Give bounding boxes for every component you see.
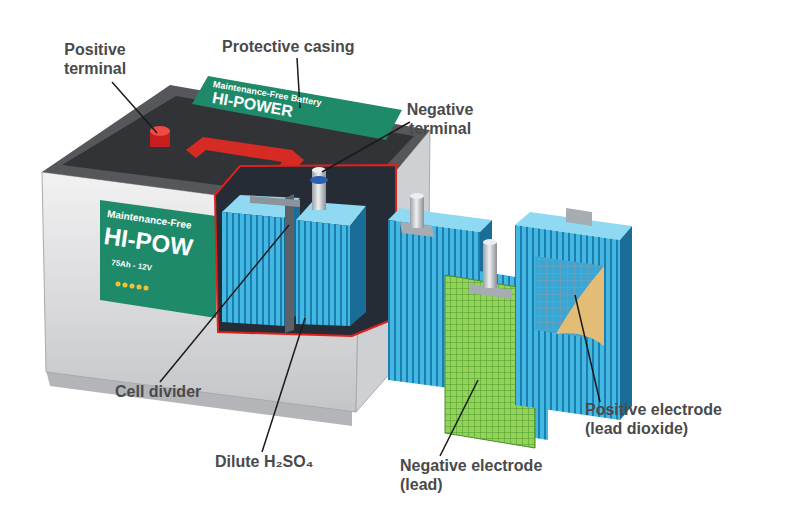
negative-terminal-cap [312, 167, 326, 173]
electrode-post [483, 242, 497, 288]
electrode-post-cap [410, 193, 424, 199]
lid-label-panel [192, 76, 402, 140]
separator-peel [556, 266, 604, 346]
star-mark [137, 285, 142, 290]
leader-line [262, 318, 305, 452]
leader-line [575, 295, 600, 402]
electrode-post [410, 196, 424, 228]
leader-line [440, 380, 478, 456]
electrode-post-cap [483, 239, 497, 245]
star-mark [130, 284, 135, 289]
cutaway-outline [215, 165, 396, 336]
star-mark [123, 283, 128, 288]
part-label: Cell divider [115, 382, 235, 401]
negative-terminal-ring [310, 176, 328, 184]
cell-side [350, 206, 366, 326]
part-label: Protective casing [222, 37, 422, 56]
rating-stars [116, 282, 149, 291]
leader-line [322, 122, 410, 172]
plate-stack-side [620, 226, 632, 420]
cell-strap [250, 196, 300, 207]
rating-text: 75Ah - 12V [111, 258, 211, 281]
leader-line [112, 82, 157, 133]
star-mark [144, 286, 149, 291]
cell-plates [296, 220, 350, 326]
plate-lug [566, 208, 592, 226]
part-label: Negative electrode (lead) [400, 456, 560, 494]
part-label: Positive electrode (lead dioxide) [585, 400, 755, 438]
plate-stack [515, 225, 620, 420]
part-label: Negative terminal [390, 100, 490, 138]
star-mark [116, 282, 121, 287]
part-label: Positive terminal [45, 40, 145, 78]
part-label: Dilute H₂SO₄ [215, 452, 375, 471]
cell-divider-wall [285, 194, 294, 333]
cutaway-interior [215, 165, 396, 336]
